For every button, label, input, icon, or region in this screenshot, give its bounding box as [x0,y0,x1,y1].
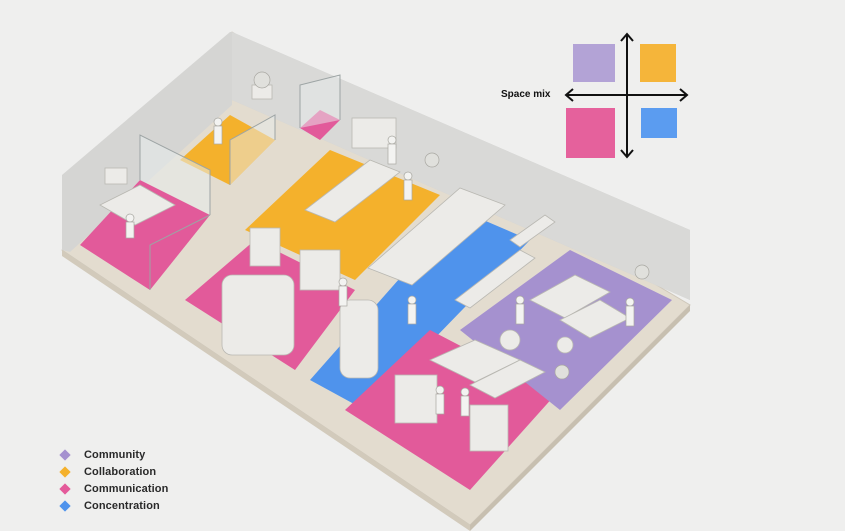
quadrant-collaboration-swatch [640,44,676,82]
arrow-up-icon [620,32,634,42]
legend-swatch-community [59,449,71,461]
legend-label: Collaboration [84,466,157,478]
glass-wall-1 [139,134,211,215]
quadrant-communication-swatch [566,108,615,158]
legend-swatch-collaboration [59,466,71,478]
back-wall-top [232,32,690,300]
glass-wall-4 [299,74,341,128]
legend: Community Collaboration Communication Co… [59,447,260,515]
legend-swatch-concentration [59,500,71,512]
arrow-right-icon [679,88,689,102]
people-figures [125,117,635,417]
legend-item-communication: Communication [59,481,260,498]
legend-label: Community [84,449,146,461]
space-mix-quadrant [564,32,689,159]
zone-communication-left-room [80,180,210,290]
floor-slab-edge [62,250,470,531]
glass-wall-3 [229,114,276,185]
legend-item-collaboration: Collaboration [59,464,260,481]
quadrant-concentration-swatch [641,108,677,138]
quadrant-community-swatch [573,44,615,82]
floor-slab-edge-right [470,305,690,531]
glass-wall-2 [149,214,211,290]
legend-item-concentration: Concentration [59,498,260,515]
legend-label: Communication [84,483,169,495]
legend-item-community: Community [59,447,260,464]
plants [253,71,650,380]
arrow-left-icon [564,88,574,102]
space-mix-label: Space mix [501,89,551,100]
legend-label: Concentration [84,500,160,512]
arrow-down-icon [620,149,634,159]
furniture [99,84,631,452]
legend-swatch-communication [59,483,71,495]
